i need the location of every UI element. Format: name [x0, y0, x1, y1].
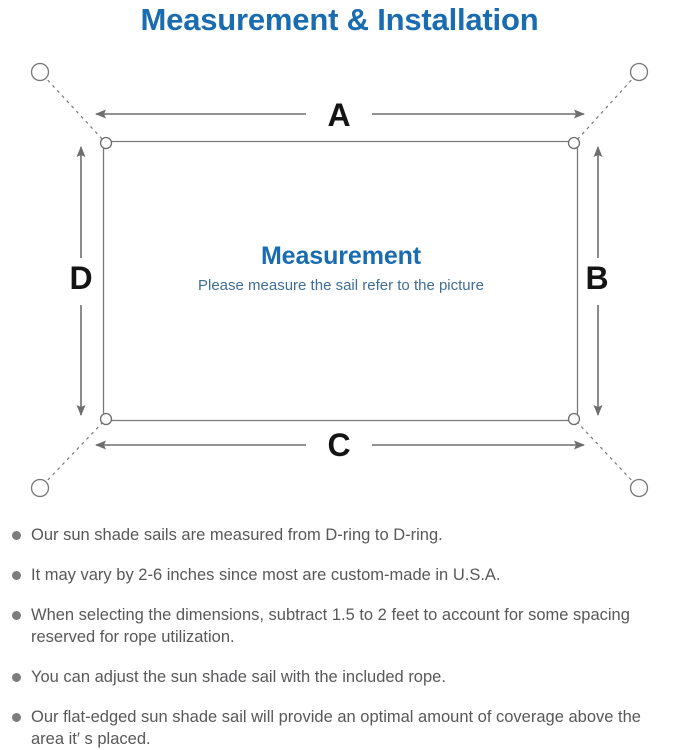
dimension-label-d: D	[69, 260, 93, 296]
list-item: When selecting the dimensions, subtract …	[0, 604, 679, 648]
rope-lines	[42, 74, 637, 486]
note-text: When selecting the dimensions, subtract …	[31, 606, 630, 646]
note-text: It may vary by 2-6 inches since most are…	[31, 566, 501, 584]
list-item: You can adjust the sun shade sail with t…	[0, 666, 679, 688]
d-rings	[99, 136, 581, 426]
list-item: Our sun shade sails are measured from D-…	[0, 524, 679, 546]
d-ring-bottom-right	[567, 412, 581, 426]
list-item: It may vary by 2-6 inches since most are…	[0, 564, 679, 586]
list-item: Our flat-edged sun shade sail will provi…	[0, 706, 679, 750]
bullet-icon	[12, 571, 21, 580]
dimension-label-c: C	[327, 427, 351, 463]
anchor-points	[30, 62, 649, 498]
sail-rectangle	[102, 140, 579, 422]
dimension-label-b: B	[585, 260, 609, 296]
note-text: Our flat-edged sun shade sail will provi…	[31, 708, 641, 748]
dimension-label-a: A	[327, 97, 351, 133]
d-ring-top-left	[99, 136, 113, 150]
d-ring-bottom-left	[99, 412, 113, 426]
bullet-icon	[12, 673, 21, 682]
anchor-point-top-left	[30, 62, 50, 82]
rope-line-bottom-left	[42, 420, 105, 486]
page-title: Measurement & Installation	[140, 2, 539, 37]
anchor-point-top-right	[629, 62, 649, 82]
measurement-diagram: A B C D Measurement Please measure the s…	[0, 55, 679, 515]
note-text: Our sun shade sails are measured from D-…	[31, 526, 443, 544]
bullet-icon	[12, 531, 21, 540]
notes-list: Our sun shade sails are measured from D-…	[0, 524, 679, 750]
note-text: You can adjust the sun shade sail with t…	[31, 668, 446, 686]
anchor-point-bottom-right	[629, 478, 649, 498]
rope-line-top-right	[575, 74, 637, 142]
bullet-icon	[12, 611, 21, 620]
diagram-svg	[30, 62, 649, 498]
rope-line-bottom-right	[575, 420, 637, 486]
rope-line-top-left	[42, 74, 105, 142]
d-ring-top-right	[567, 136, 581, 150]
bullet-icon	[12, 713, 21, 722]
anchor-point-bottom-left	[30, 478, 50, 498]
